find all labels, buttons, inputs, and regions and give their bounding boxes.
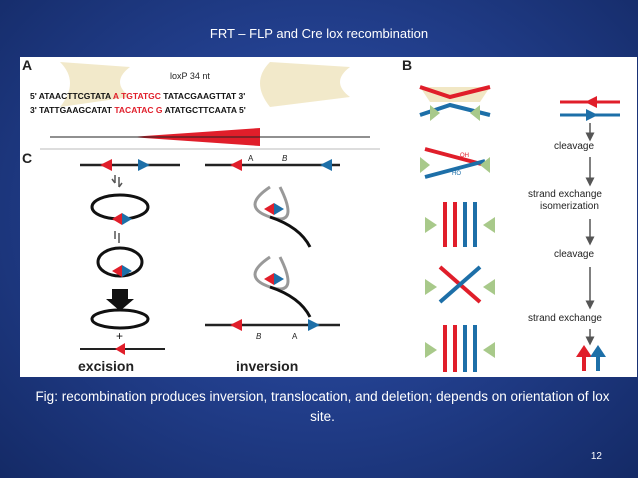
panel-a-label: A <box>22 57 32 73</box>
top-strand-suffix: TATACGAAGTTAT 3' <box>163 91 245 101</box>
step-cleavage-1: cleavage <box>554 141 594 152</box>
slide-title: FRT – FLP and Cre lox recombination <box>209 26 429 41</box>
bottom-strand-suffix: ATATGCTTCAATA 5' <box>165 105 246 115</box>
step-isomerization: isomerization <box>540 201 599 212</box>
svg-text:5' ATAACTTCGTATA A TG: 5' ATAACTTCGTATA A TGTATGC TATACGAAGTTAT… <box>30 91 245 101</box>
panel-c-label: C <box>22 150 32 166</box>
step-cleavage-2: cleavage <box>554 249 594 260</box>
figure: A loxP 34 nt 5' ATAACTTCGTATA A TGTATGC … <box>20 57 637 377</box>
excision-label: excision <box>78 358 134 374</box>
product-arrow-blue <box>590 345 606 371</box>
figure-caption: Fig: recombination produces inversion, t… <box>35 389 610 424</box>
bottom-strand-core: TACATAC G <box>114 105 163 115</box>
ho-label: HO <box>452 171 461 177</box>
panel-b: B OH HO <box>402 57 620 372</box>
top-strand-core: A TGTATGC <box>113 91 161 101</box>
site-b-label-top: B <box>282 154 288 163</box>
top-strand-prefix: 5' ATAACTTCGTATA <box>30 91 111 101</box>
step-strand-exchange-2: strand exchange <box>528 313 602 324</box>
loxp-repeat-right <box>260 62 350 107</box>
inversion-column: A B B A inversion <box>205 154 340 374</box>
excision-column: + excision <box>78 159 180 374</box>
step-schematic: cleavage strand exchange isomerization c… <box>528 96 620 371</box>
loxp-repeat-left <box>60 62 130 107</box>
bottom-strand-prefix: 3' TATTGAAGCATAT <box>30 105 113 115</box>
slide-number: 12 <box>590 451 602 462</box>
panel-b-label: B <box>402 57 412 73</box>
oh-label: OH <box>460 153 469 159</box>
complex-1 <box>419 85 491 121</box>
loxp-label: loxP 34 nt <box>170 71 210 81</box>
panel-a: A loxP 34 nt 5' ATAACTTCGTATA A TGTATGC … <box>22 57 380 150</box>
svg-text:3' TATTGAAGCATAT TACA: 3' TATTGAAGCATAT TACATAC G ATATGCTTCAATA… <box>30 105 246 115</box>
step-strand-exchange-1: strand exchange <box>528 189 602 200</box>
svg-text:+: + <box>116 329 123 343</box>
complex-2: OH HO <box>420 147 490 179</box>
complex-4 <box>425 265 495 304</box>
complex-5 <box>425 325 495 372</box>
inversion-label: inversion <box>236 358 298 374</box>
complex-3 <box>425 202 495 247</box>
site-a-label-bottom: A <box>292 332 298 341</box>
site-b-label-bottom: B <box>256 332 262 341</box>
site-a-label-top: A <box>248 154 254 163</box>
panel-c: C + excision <box>22 150 340 374</box>
excision-product-arrow <box>106 289 134 311</box>
product-arrow-red <box>576 345 592 371</box>
